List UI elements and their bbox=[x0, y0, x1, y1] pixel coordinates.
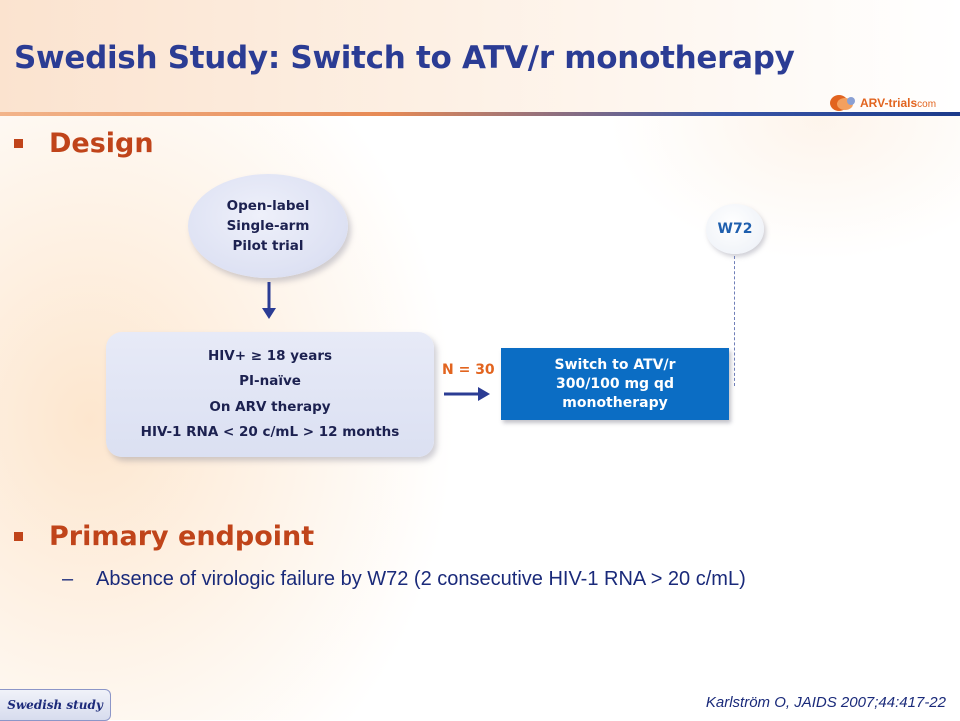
logo-mark-icon bbox=[830, 95, 855, 111]
primary-endpoint-item: – Absence of virologic failure by W72 (2… bbox=[62, 568, 746, 591]
study-type-ellipse: Open-label Single-arm Pilot trial bbox=[188, 174, 348, 278]
criteria-line: PI-naïve bbox=[239, 373, 301, 389]
switch-line: monotherapy bbox=[562, 394, 668, 411]
primary-endpoint-text: Absence of virologic failure by W72 (2 c… bbox=[96, 568, 746, 590]
down-arrow-icon bbox=[262, 282, 276, 319]
w72-label: W72 bbox=[717, 221, 753, 237]
ellipse-line: Open-label bbox=[226, 198, 310, 214]
study-tab: Swedish study bbox=[0, 689, 111, 721]
logo-suffix: com bbox=[917, 99, 937, 110]
ellipse-line: Pilot trial bbox=[232, 238, 304, 254]
ellipse-line: Single-arm bbox=[226, 218, 310, 234]
arv-trials-logo: ARV-trialscom bbox=[828, 92, 950, 114]
design-bullet: Design bbox=[14, 128, 154, 159]
study-tab-label: Swedish study bbox=[7, 698, 103, 712]
switch-treatment-box: Switch to ATV/r 300/100 mg qd monotherap… bbox=[501, 348, 729, 420]
logo-name: ARV-trials bbox=[860, 96, 918, 110]
square-bullet-icon bbox=[14, 139, 23, 148]
title-rule bbox=[0, 112, 960, 116]
design-heading: Design bbox=[49, 128, 154, 159]
dash-bullet: – bbox=[62, 568, 74, 590]
primary-endpoint-heading: Primary endpoint bbox=[49, 521, 315, 552]
criteria-line: HIV-1 RNA < 20 c/mL > 12 months bbox=[140, 424, 400, 440]
w72-timepoint-circle: W72 bbox=[706, 204, 764, 254]
switch-line: 300/100 mg qd bbox=[556, 375, 674, 392]
criteria-line: HIV+ ≥ 18 years bbox=[207, 347, 333, 364]
slide-title: Swedish Study: Switch to ATV/r monothera… bbox=[14, 40, 795, 76]
inclusion-criteria-box: HIV+ ≥ 18 years PI-naïve On ARV therapy … bbox=[106, 332, 434, 457]
switch-line: Switch to ATV/r bbox=[554, 356, 676, 373]
w72-dashed-line bbox=[734, 256, 735, 386]
sample-size-label: N = 30 bbox=[442, 362, 495, 378]
primary-endpoint-bullet: Primary endpoint bbox=[14, 521, 314, 552]
logo-text: ARV-trialscom bbox=[860, 96, 936, 110]
citation: Karlström O, JAIDS 2007;44:417-22 bbox=[705, 694, 946, 711]
square-bullet-icon bbox=[14, 532, 23, 541]
title-band bbox=[0, 0, 960, 112]
criteria-line: On ARV therapy bbox=[209, 398, 331, 415]
right-arrow-icon bbox=[444, 387, 490, 401]
